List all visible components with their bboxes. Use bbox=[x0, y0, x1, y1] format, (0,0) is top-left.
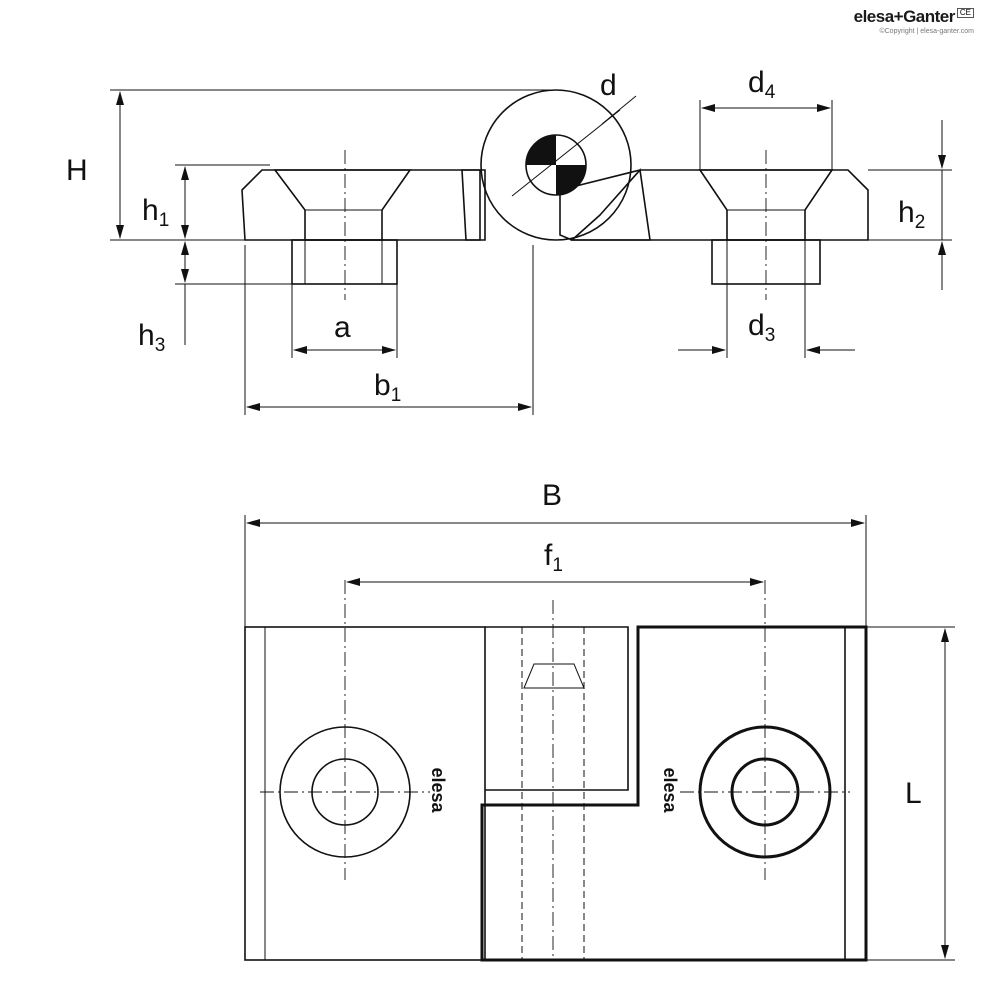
elesa-logo-left: elesa bbox=[428, 767, 448, 813]
dim-a: a bbox=[334, 311, 351, 344]
dim-h3: h3 bbox=[138, 319, 165, 356]
dim-h1: h1 bbox=[142, 194, 169, 231]
left-leaf-plan bbox=[244, 626, 486, 961]
dim-d4: d4 bbox=[748, 66, 776, 103]
elesa-logo-right: elesa bbox=[660, 767, 680, 813]
left-countersink bbox=[273, 169, 412, 241]
brand-copyright: ©Copyright | elesa-ganter.com bbox=[879, 28, 974, 35]
dim-d3: d3 bbox=[748, 309, 775, 346]
left-leaf-section bbox=[241, 169, 486, 241]
dim-d: d bbox=[600, 69, 617, 102]
section-dimensions: H h1 h3 h2 d d4 d3 a bbox=[66, 66, 952, 415]
left-bushing bbox=[291, 239, 398, 285]
dim-h2: h2 bbox=[898, 196, 925, 233]
section-view bbox=[241, 89, 869, 300]
dim-H: H bbox=[66, 154, 88, 187]
dim-B: B bbox=[542, 479, 562, 512]
dim-f1: f1 bbox=[544, 539, 563, 576]
right-leaf-section bbox=[559, 169, 869, 241]
plan-view: elesa elesa bbox=[244, 580, 868, 962]
plan-dimensions: B f1 L bbox=[244, 479, 955, 961]
dim-L: L bbox=[905, 777, 922, 810]
brand-name: elesa+Ganter bbox=[853, 7, 956, 26]
dim-b1: b1 bbox=[374, 369, 401, 406]
brand-badge: CE bbox=[956, 8, 974, 18]
